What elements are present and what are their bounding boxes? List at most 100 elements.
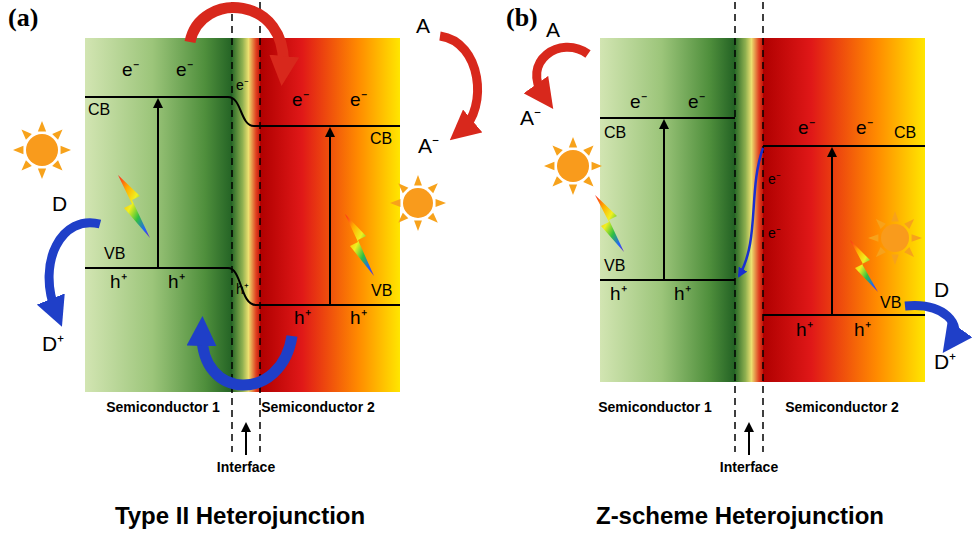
panel-caption: Type II Heterojunction (115, 503, 365, 529)
sun-ray (876, 219, 886, 229)
sun-ray (21, 160, 31, 170)
conduction-band (763, 145, 925, 147)
band-label: CB (604, 124, 626, 142)
sun-ray (414, 175, 422, 185)
sun-ray (61, 146, 71, 154)
interface-label: Interface (217, 460, 275, 475)
valence-band (600, 279, 735, 281)
excitation-arrow (831, 149, 833, 315)
conduction-band (600, 117, 735, 119)
hole: h⁺ (854, 320, 871, 341)
sun-ray (390, 199, 400, 207)
sun-ray (569, 137, 577, 147)
reduction-arrow (440, 36, 478, 130)
interface-region (735, 38, 765, 382)
valence-band (763, 314, 925, 316)
hole: h⁺ (674, 284, 691, 305)
oxidized-donor: D⁺ (42, 332, 64, 355)
interface-line (762, 2, 764, 452)
panel-a (13, 2, 478, 455)
electron: e⁻ (236, 78, 249, 93)
reduced-acceptor: A⁻ (418, 134, 439, 157)
hole: h⁺ (168, 272, 185, 293)
sun-ray (868, 234, 878, 241)
electron: e⁻ (688, 92, 705, 113)
acceptor: A (416, 14, 430, 37)
sun-ray (414, 221, 422, 231)
hole: h⁺ (796, 320, 813, 341)
sun-ray (436, 199, 446, 207)
sun-ray (52, 160, 62, 170)
hole: h⁺ (294, 308, 311, 329)
oxidized-donor: D⁺ (934, 350, 956, 373)
excitation-arrow (157, 100, 159, 268)
donor: D (52, 192, 67, 215)
electron-transfer-arrow (190, 8, 283, 70)
electron: e⁻ (856, 118, 873, 139)
excitation-arrow (329, 129, 331, 305)
panel-b (537, 2, 955, 455)
sun-ray (891, 255, 898, 265)
material-name: Semiconductor 1 (598, 400, 712, 415)
excitation-arrow (663, 121, 665, 280)
sun-disc (881, 224, 909, 252)
donor: D (934, 278, 949, 301)
sun-ray (592, 162, 602, 170)
sun-ray (544, 162, 554, 170)
sun-ray (38, 121, 46, 131)
electron: e⁻ (768, 226, 781, 241)
sun-ray (552, 145, 562, 155)
semiconductor-1 (85, 38, 235, 392)
hole: h⁺ (610, 284, 627, 305)
oxidation-arrow (49, 223, 100, 312)
band-label: VB (604, 257, 625, 275)
panel-letter: (a) (8, 4, 38, 33)
sun-ray (13, 146, 23, 154)
band-label: VB (371, 282, 392, 300)
sun-ray (904, 247, 914, 257)
sun-ray (38, 169, 46, 179)
light-bolt (345, 214, 374, 276)
band-label: CB (370, 130, 392, 148)
sun-disc (557, 150, 589, 182)
hole: h⁺ (236, 282, 249, 297)
semiconductor-1 (600, 38, 737, 382)
sun-ray (52, 129, 62, 139)
electron: e⁻ (630, 92, 647, 113)
light-bolt (595, 195, 624, 252)
pointer-arrow (748, 424, 750, 455)
pointer-arrow (245, 424, 247, 455)
sun-ray (583, 176, 593, 186)
sun-icon (13, 121, 71, 179)
electron: e⁻ (122, 60, 139, 81)
sun-icon (390, 175, 446, 231)
electron: e⁻ (798, 118, 815, 139)
sun-ray (552, 176, 562, 186)
panel-letter: (b) (506, 4, 538, 33)
light-bolt (850, 240, 878, 292)
band-label: VB (104, 245, 125, 263)
sun-ray (428, 213, 438, 223)
sun-ray (583, 145, 593, 155)
electron: e⁻ (350, 90, 367, 111)
reduction-arrow (537, 47, 588, 96)
sun-ray (398, 183, 408, 193)
sun-ray (912, 234, 922, 241)
sun-ray (876, 247, 886, 257)
sun-icon (868, 211, 922, 265)
light-bolt (118, 175, 150, 238)
sun-ray (904, 219, 914, 229)
electron: e⁻ (176, 60, 193, 81)
oxidation-arrow (905, 306, 955, 340)
recombination-path (739, 148, 763, 276)
semiconductor-2 (260, 38, 400, 392)
electron: e⁻ (768, 172, 781, 187)
material-name: Semiconductor 1 (106, 400, 220, 415)
sun-disc (403, 188, 433, 218)
sun-ray (398, 213, 408, 223)
interface-region (232, 38, 262, 392)
band-label: CB (88, 101, 110, 119)
hole: h⁺ (350, 308, 367, 329)
sun-ray (428, 183, 438, 193)
